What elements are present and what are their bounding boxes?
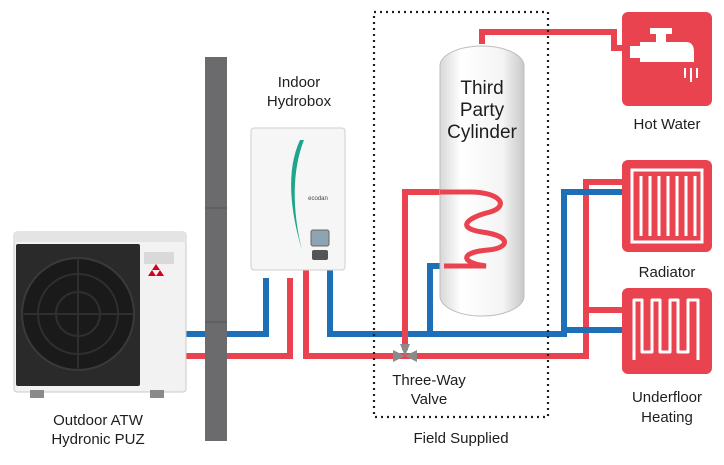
hot-water-pipe xyxy=(479,29,626,51)
indoor-label-line-2: Hydrobox xyxy=(267,93,332,110)
third-party-cylinder xyxy=(439,45,525,317)
hot-water-label: Hot Water xyxy=(634,116,701,133)
cylinder-coil-return-pipe xyxy=(427,263,444,334)
three-way-valve[interactable] xyxy=(393,344,417,362)
cylinder-coil-flow-pipe xyxy=(402,189,440,350)
indoor-hydrobox: ecodan xyxy=(250,127,346,271)
outdoor-label-line-1: Outdoor ATW xyxy=(53,412,144,429)
outdoor-unit xyxy=(13,231,187,398)
wall xyxy=(205,57,227,441)
underfloor-coil-icon xyxy=(622,288,712,374)
cylinder-label-line-3: Cylinder xyxy=(447,122,517,143)
hydrobox-return-pipe xyxy=(327,189,622,337)
indoor-label-line-1: Indoor xyxy=(278,74,321,91)
field-supplied-label: Field Supplied xyxy=(413,430,508,447)
cylinder-label-line-2: Party xyxy=(460,100,505,121)
outdoor-label-line-2: Hydronic PUZ xyxy=(51,431,144,448)
outdoor-flow-pipe xyxy=(180,278,293,359)
cylinder-coil xyxy=(440,189,507,269)
underfloor-label-line-1: Underfloor xyxy=(632,389,702,406)
cylinder-label-line-1: Third xyxy=(460,78,503,99)
hydrobox-brand: ecodan xyxy=(308,196,328,202)
radiator-label: Radiator xyxy=(639,264,696,281)
valve-label-line-2: Valve xyxy=(411,391,447,408)
radiator-icon xyxy=(622,160,712,252)
mitsubishi-logo-icon xyxy=(148,264,164,276)
valve-label-line-1: Three-Way xyxy=(392,372,466,389)
hydrobox-flow-pipe xyxy=(303,179,622,359)
field-supplied-boundary xyxy=(372,10,550,419)
tap-icon xyxy=(622,12,712,106)
underfloor-label-line-2: Heating xyxy=(641,409,693,426)
